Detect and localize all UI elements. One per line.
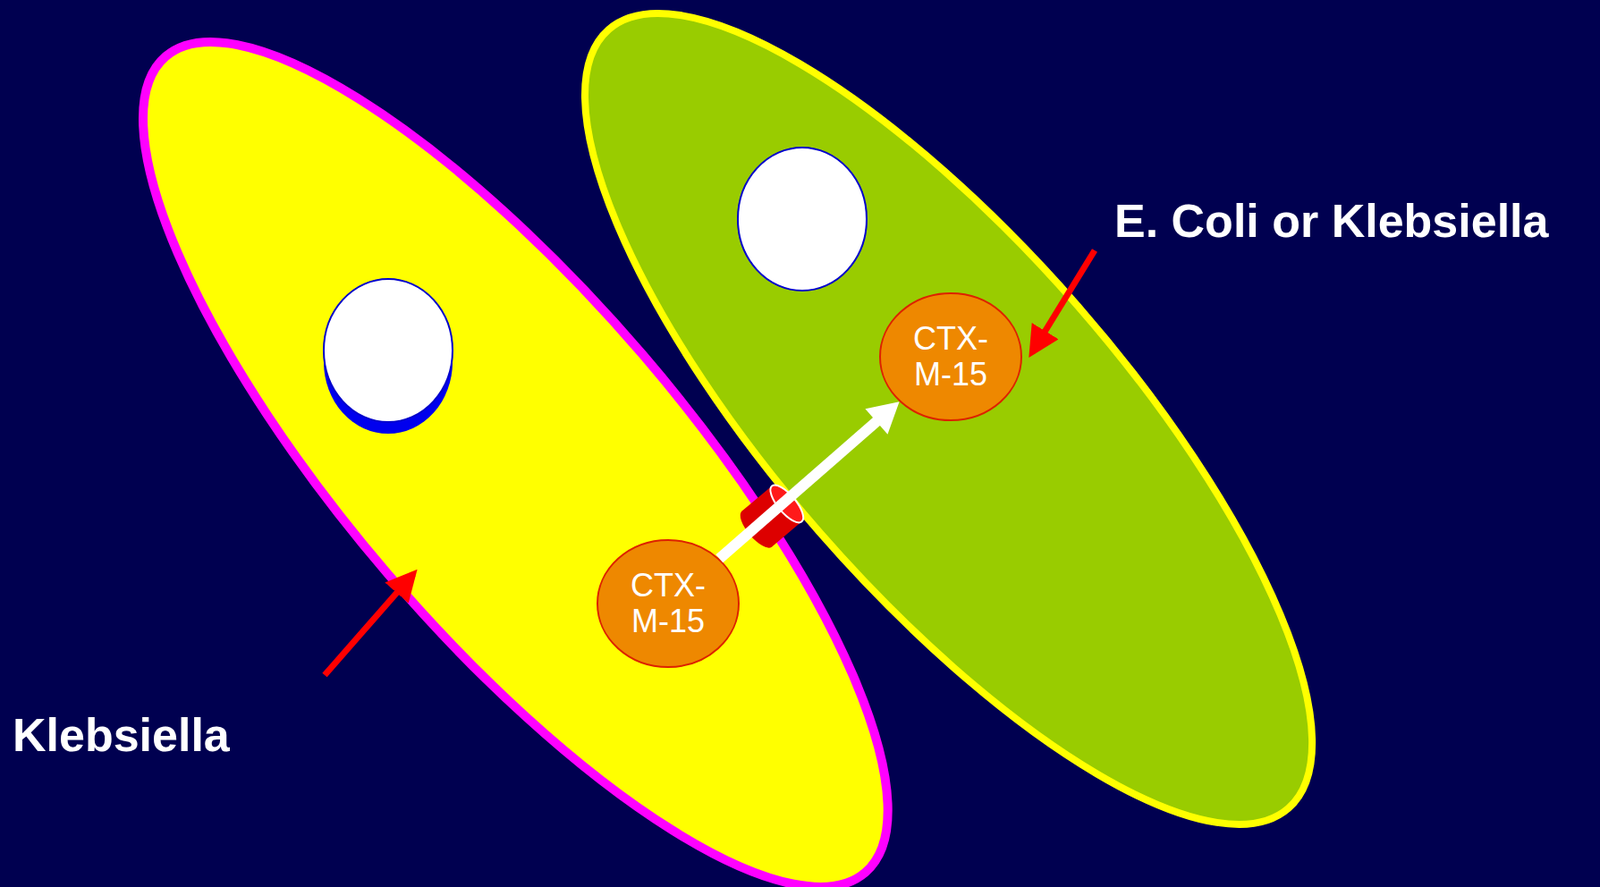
- arrow-head: [864, 401, 899, 435]
- plasmid-body: [880, 293, 1022, 421]
- bacterium-cell: KlebsiellaCTX-M-15: [143, 42, 889, 887]
- pilus-end: [735, 505, 779, 553]
- leader-arrow: [324, 574, 414, 676]
- nucleoid: [323, 279, 453, 423]
- nucleoid-shadow: [323, 290, 453, 434]
- pilus-body: [741, 486, 802, 548]
- leader-arrow: [1032, 250, 1095, 353]
- plasmid-body: [597, 540, 739, 668]
- plasmid-label: CTX-M-15: [618, 567, 718, 639]
- cell-body: [479, 0, 1418, 887]
- pilus-face: [764, 480, 809, 528]
- cell-outline: [584, 13, 1313, 825]
- plasmid-circle: CTX-M-15: [879, 292, 1023, 422]
- pilus-symbol: [735, 480, 809, 553]
- plasmid-circle: CTX-M-15: [596, 539, 740, 669]
- cell-label: Klebsiella: [12, 709, 230, 763]
- nucleoid: [737, 147, 867, 291]
- transfer-arrow: [719, 401, 899, 559]
- cell-outline: [143, 42, 889, 887]
- arrow-shaft: [719, 419, 879, 559]
- bacterium-cell: E. Coli or KlebsiellaCTX-M-15: [584, 13, 1313, 825]
- plasmid-label: CTX-M-15: [901, 321, 1000, 392]
- cell-label: E. Coli or Klebsiella: [1114, 194, 1549, 249]
